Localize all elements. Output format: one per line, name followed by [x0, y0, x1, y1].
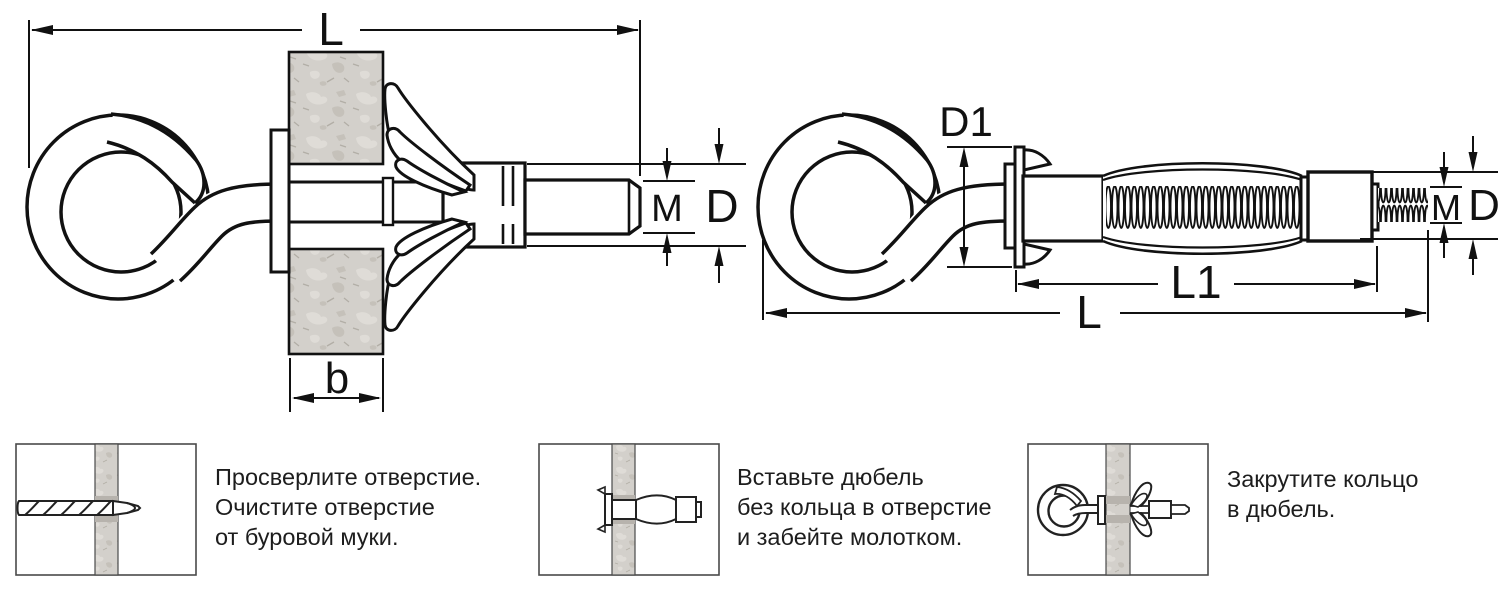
thread-coil [1106, 186, 1302, 231]
anchor-sleeve-icon [596, 485, 702, 534]
step3-wall [1105, 443, 1131, 576]
step1-pictogram [15, 443, 197, 576]
label-L-standalone: L [1076, 286, 1102, 338]
sleeve-end-block [1299, 170, 1380, 243]
threaded-stud [523, 178, 642, 236]
label-M-standalone: M [1431, 187, 1461, 228]
step2-hole-shade-bottom [612, 517, 635, 524]
dim-total-length: L [762, 230, 1429, 338]
sleeve-body [1021, 174, 1105, 243]
label-D-standalone: D [1468, 181, 1500, 230]
step1-line2: Очистите отверстие [215, 494, 435, 520]
step2-hole-shade-top [612, 495, 635, 502]
step3-hole-shade-bottom [1106, 515, 1130, 523]
label-L-installed: L [318, 3, 344, 55]
expansion-wings [383, 82, 476, 332]
step2-pictogram [538, 443, 720, 576]
label-D-installed: D [705, 180, 738, 232]
screw-shaft [289, 176, 445, 227]
step2-text: Вставьте дюбель без кольца в отверстие и… [737, 462, 992, 552]
diagram-standalone: D1 M D L [756, 98, 1500, 338]
step3-line2: в дюбель. [1227, 496, 1336, 522]
step3-hole-shade-top [1106, 496, 1130, 504]
step1-line1: Просверлите отверстие. [215, 464, 482, 490]
dim-collar-diameter-D1: D1 [939, 98, 1012, 268]
installed-eye-anchor-icon [1036, 481, 1190, 538]
step2-line1: Вставьте дюбель [737, 464, 924, 490]
label-b: b [325, 354, 349, 403]
dim-sleeve-length-L1: L1 [1015, 246, 1378, 308]
toothed-collar [1003, 145, 1053, 269]
dim-wall-thickness-b: b [289, 354, 384, 412]
drill-bit-icon [16, 499, 142, 517]
eye-bolt [25, 112, 291, 301]
dim-diameter-D: D [1360, 136, 1500, 275]
label-L1: L1 [1170, 256, 1221, 308]
step1-line3: от буровой муки. [215, 524, 399, 550]
label-D1: D1 [939, 98, 993, 145]
wall-upper-block [287, 50, 385, 166]
dim-diameter-D: D [527, 128, 746, 283]
dim-thread-M: M [643, 148, 695, 266]
expandable-section [1102, 162, 1303, 255]
step3-line1: Закрутите кольцо [1227, 466, 1419, 492]
label-M-installed: M [651, 188, 683, 230]
dim-total-length: L [28, 3, 641, 176]
washer-collar [269, 128, 291, 274]
step2-line3: и забейте молотком. [737, 524, 963, 550]
step3-pictogram [1027, 443, 1209, 576]
diagram-installed: L M D b [25, 3, 746, 412]
wall-lower-block [287, 247, 385, 356]
dim-thread-M: M [1430, 152, 1462, 258]
step3-text: Закрутите кольцо в дюбель. [1227, 464, 1418, 524]
technical-drawing: L M D b [25, 3, 1500, 412]
step1-text: Просверлите отверстие. Очистите отверсти… [215, 462, 481, 552]
step2-line2: без кольца в отверстие [737, 494, 992, 520]
stud-thread-coil [1378, 188, 1428, 222]
